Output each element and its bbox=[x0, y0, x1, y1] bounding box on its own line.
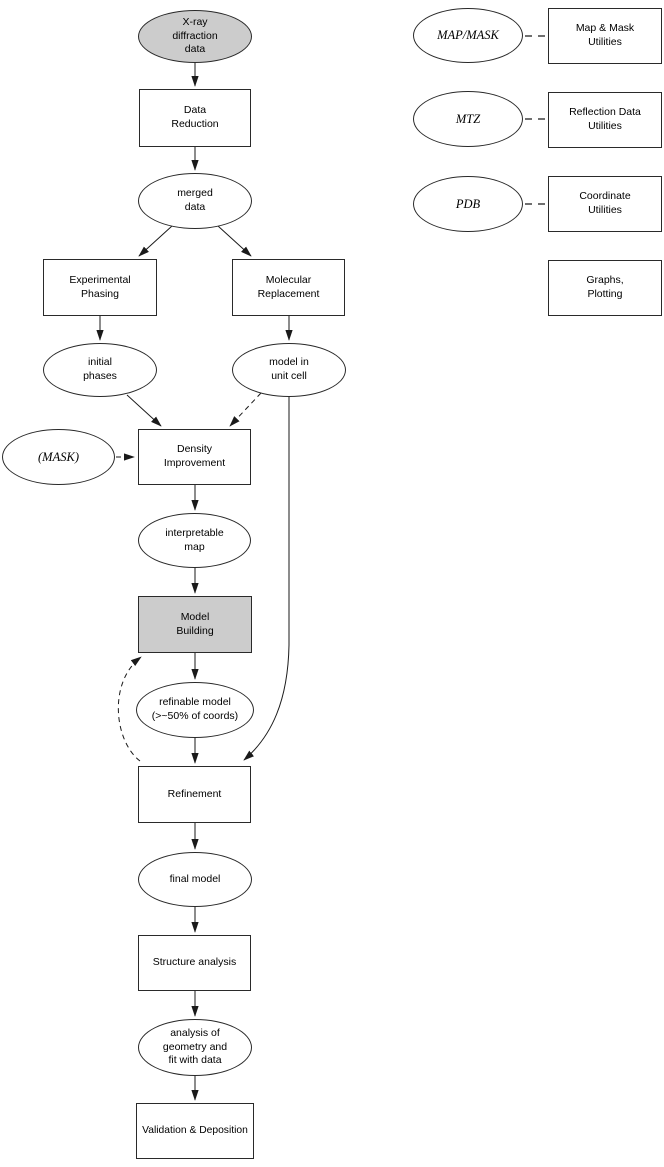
legend-box-map-mask-utilities: Map & Mask Utilities bbox=[548, 8, 662, 64]
edge-refinement-to-model-building-feedback bbox=[117, 656, 142, 762]
legend-box-coordinate-utilities: Coordinate Utilities bbox=[548, 176, 662, 232]
node-molecular-replacement: Molecular Replacement bbox=[232, 259, 345, 316]
node-validation-deposition: Validation & Deposition bbox=[136, 1103, 254, 1159]
legend-box-graphs-plotting: Graphs, Plotting bbox=[548, 260, 662, 316]
edge-model-in-unit-cell-to-refinement-curve bbox=[243, 397, 290, 761]
edge-initial-phases-to-density-improvement bbox=[126, 394, 162, 427]
edge-model-in-unit-cell-to-density-improvement bbox=[229, 392, 262, 427]
legend-filetype-pdb: PDB bbox=[413, 176, 523, 232]
node-merged-data: merged data bbox=[138, 173, 252, 229]
legend-filetype-map-mask: MAP/MASK bbox=[413, 8, 523, 63]
node-experimental-phasing: Experimental Phasing bbox=[43, 259, 157, 316]
node-interpretable-map: interpretable map bbox=[138, 513, 251, 568]
node-density-improvement: Density Improvement bbox=[138, 429, 251, 485]
edge-merged-data-to-experimental-phasing bbox=[138, 225, 173, 257]
node-data-reduction: Data Reduction bbox=[139, 89, 251, 147]
node-initial-phases: initial phases bbox=[43, 343, 157, 397]
node-model-building: Model Building bbox=[138, 596, 252, 653]
node-refinement: Refinement bbox=[138, 766, 251, 823]
edge-merged-data-to-molecular-replacement bbox=[217, 225, 252, 257]
node-analysis-geometry: analysis of geometry and fit with data bbox=[138, 1019, 252, 1076]
node-xray-diffraction-data: X-ray diffraction data bbox=[138, 10, 252, 63]
node-mask: (MASK) bbox=[2, 429, 115, 485]
node-final-model: final model bbox=[138, 852, 252, 907]
node-refinable-model: refinable model (>~50% of coords) bbox=[136, 682, 254, 738]
legend-box-reflection-data-utilities: Reflection Data Utilities bbox=[548, 92, 662, 148]
node-model-in-unit-cell: model in unit cell bbox=[232, 343, 346, 397]
node-structure-analysis: Structure analysis bbox=[138, 935, 251, 991]
legend-filetype-mtz: MTZ bbox=[413, 91, 523, 147]
